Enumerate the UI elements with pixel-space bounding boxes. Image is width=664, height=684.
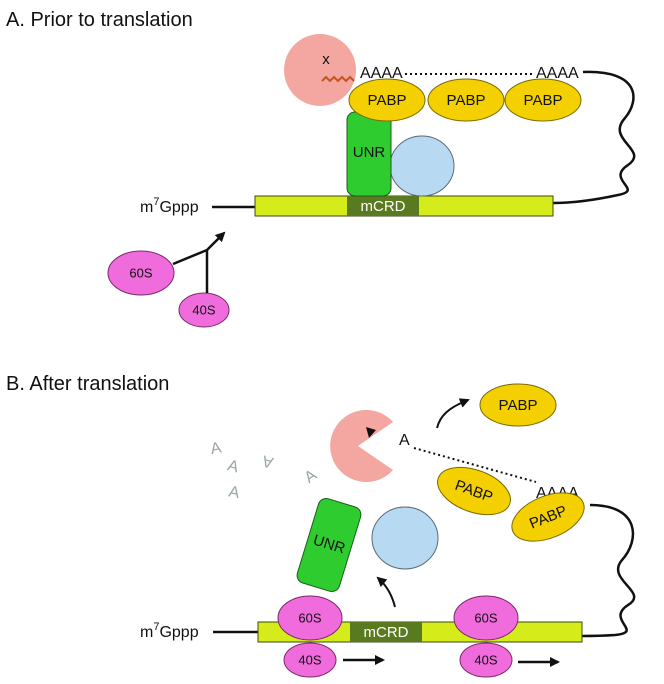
panel-b-released-pabp-label: PABP [499,397,538,414]
panel-a-pabp-1 [348,78,426,122]
panel-a-mcrd [347,196,419,216]
panel-b-partner-protein [371,506,439,570]
panel-a-3prime-tail [552,70,636,205]
panel-b-released-pabp [479,383,557,427]
panel-a-title: A. Prior to translation [6,9,193,31]
panel-a-polya-right: AAAA [536,65,579,82]
panel-a-60s-label: 60S [129,265,152,280]
released-a-4: A [227,483,241,502]
panel-b-ribosome-2-60s-label: 60S [474,610,497,625]
released-a-1: A [209,439,223,458]
released-a-2: A [226,457,241,476]
panel-b-pabp-2-group: PABP [511,492,585,542]
panel-a-squiggle [321,75,355,83]
panel-b-pabp-1 [437,466,511,516]
panel-a-factor-x: x [322,51,330,68]
panel-a-pabp-3 [504,78,582,122]
panel-a-pabp-2-label: PABP [447,92,486,109]
panel-a-assembly-arrow [172,231,226,293]
panel-a-pabp-3-label: PABP [524,92,563,109]
panel-b-3prime-tail [581,503,636,638]
panel-a-polya-left: AAAA [360,65,403,82]
panel-b-deadenylase [330,410,393,482]
panel-b-deadenylase-eye [366,427,376,438]
panel-a-40s-label: 40S [192,302,215,317]
panel-a-unr-label: UNR [353,144,386,161]
panel-b-ribosome-1-40s [283,642,337,678]
panel-a-mcrd-label: mCRD [361,198,406,215]
panel-b-ribosome-2-60s [453,595,519,641]
panel-b-polya-dots [413,447,537,483]
panel-b-cap: m7Gppp [140,621,199,641]
panel-b-pabp-release-arrow [436,398,470,429]
panel-b-ribosome-1-60s-label: 60S [298,610,321,625]
panel-b-pabp-2 [511,492,585,542]
panel-a-pabp-1-label: PABP [368,92,407,109]
panel-b-title: B. After translation [6,373,169,395]
panel-b-unr [296,497,362,593]
panel-b-ribosome-1-40s-label: 40S [298,652,321,667]
panel-a-partner-protein [389,135,455,197]
panel-b-ribosome-1-60s [277,595,343,641]
panel-b-release-arrow [376,576,396,608]
panel-b: B. After translation m7Gppp mCRD 60S 40S… [6,373,636,678]
panel-a-40s [178,292,230,328]
panel-a-pabp-2 [427,78,505,122]
panel-b-unr-group: UNR [296,497,362,593]
panel-b-mcrd [350,622,422,642]
panel-b-ribosome-2-40s [459,642,513,678]
panel-a-cap: m7Gppp [140,196,199,216]
panel-a-60s [107,250,175,296]
panel-b-mcrd-label: mCRD [364,624,409,641]
panel-a: A. Prior to translation m7Gppp mCRD UNR … [6,9,636,328]
panel-a-deadenylase [284,34,356,106]
released-a-3: A [260,452,275,471]
panel-b-ribosome-2-40s-label: 40S [474,652,497,667]
panel-b-pabp-1-group: PABP [437,466,511,516]
released-a-5: A [302,467,321,487]
panel-b-trimmed-a: A [399,432,410,449]
